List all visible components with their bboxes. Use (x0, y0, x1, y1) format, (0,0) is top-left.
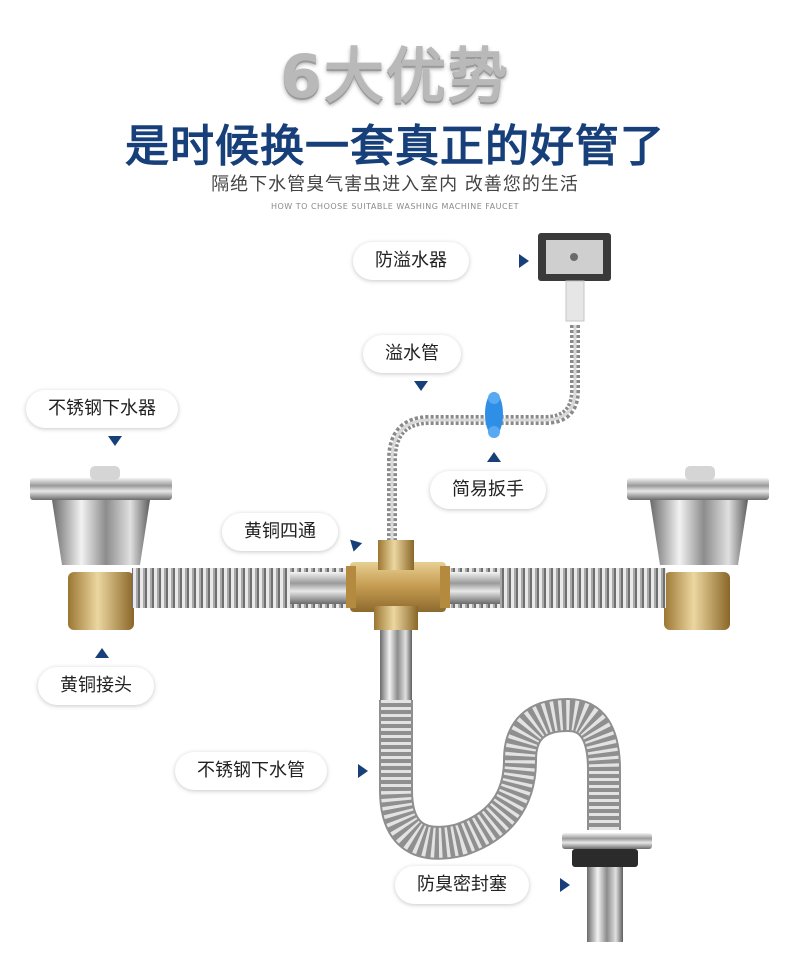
brass-cross-shape (346, 540, 450, 630)
label-wrench: 简易扳手 (430, 471, 546, 509)
label-stainless-drain: 不锈钢下水器 (26, 390, 178, 428)
wrench-shape (485, 392, 503, 438)
label-odor-seal: 防臭密封塞 (395, 866, 529, 904)
triangle-arrow-icon (358, 764, 368, 778)
odor-seal-shape (562, 833, 652, 942)
left-drain-shape (30, 466, 172, 630)
triangle-arrow-icon (560, 878, 570, 892)
right-drain-shape (627, 466, 769, 630)
label-brass-connector: 黄铜接头 (38, 667, 154, 705)
label-overflow-pipe: 溢水管 (363, 335, 461, 373)
triangle-arrow-icon (519, 254, 529, 268)
headline: 6大优势 (280, 42, 510, 112)
triangle-arrow-icon (414, 381, 428, 391)
label-overflow-device: 防溢水器 (353, 242, 469, 280)
label-brass-cross: 黄铜四通 (222, 513, 338, 551)
label-stainless-drain-pipe: 不锈钢下水管 (175, 752, 327, 790)
triangle-arrow-icon (487, 452, 501, 462)
english-caption: HOW TO CHOOSE SUITABLE WASHING MACHINE F… (270, 202, 520, 211)
subhead: 是时候换一套真正的好管了 (125, 121, 665, 172)
tagline: 隔绝下水管臭气害虫进入室内 改善您的生活 (211, 174, 579, 195)
triangle-arrow-icon (108, 436, 122, 446)
triangle-arrow-icon (95, 648, 109, 658)
